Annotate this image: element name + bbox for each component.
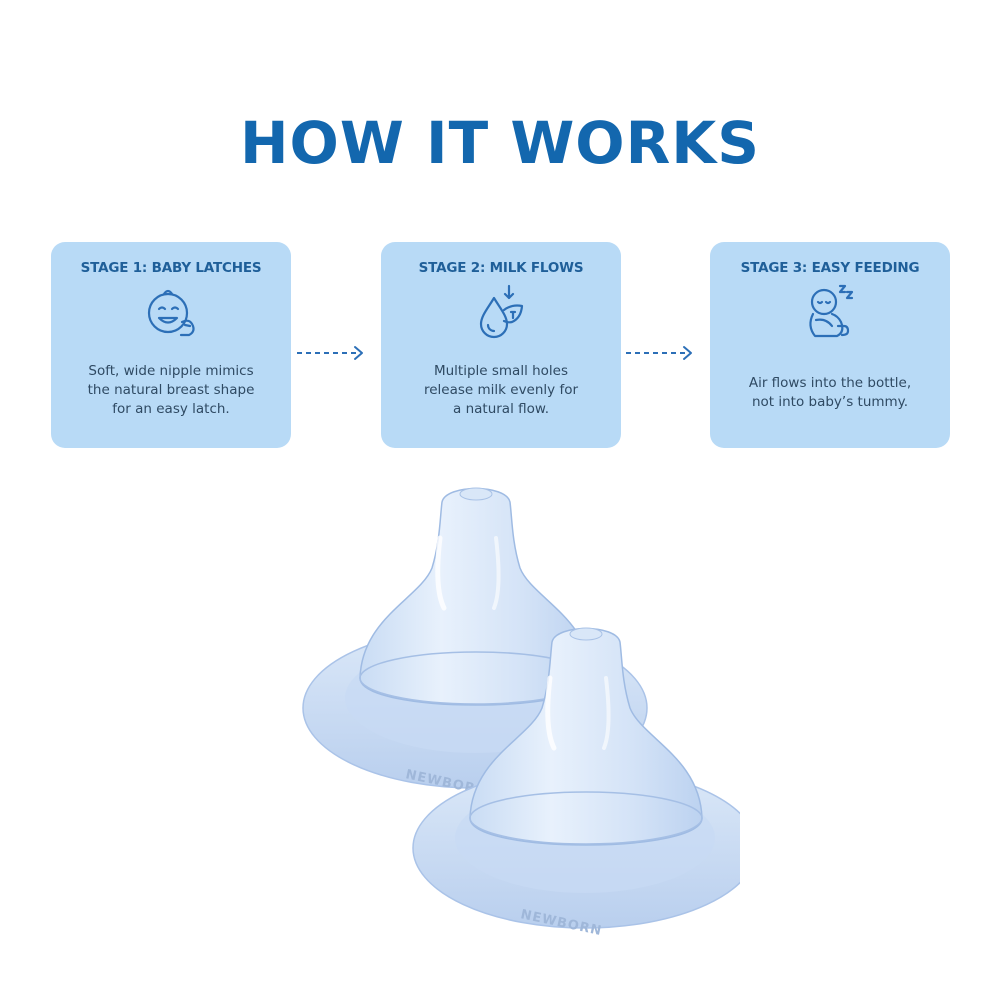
product-nipples-image: NEWBORN NEWBORN xyxy=(302,487,740,939)
stage-card-2: STAGE 2: MILK FLOWS Multiple small holes… xyxy=(381,242,621,448)
stage-description: Multiple small holes release milk evenly… xyxy=(391,362,611,419)
description-line: the natural breast shape xyxy=(87,382,255,398)
sleeping-baby-icon xyxy=(809,284,854,338)
description-line: Multiple small holes xyxy=(433,363,569,379)
stage-description: Soft, wide nipple mimics the natural bre… xyxy=(61,362,281,419)
description-line: a natural flow. xyxy=(453,401,549,417)
stage-card-1: STAGE 1: BABY LATCHES Soft, wide nipple … xyxy=(51,242,291,448)
description-line: release milk evenly for xyxy=(423,382,579,398)
page-title: HOW IT WORKS xyxy=(239,109,760,177)
baby-face-icon xyxy=(147,289,195,337)
description-line: Soft, wide nipple mimics xyxy=(88,363,254,379)
stage-title: STAGE 3: EASY FEEDING xyxy=(740,260,920,276)
description-line: not into baby’s tummy. xyxy=(751,394,909,410)
description-line: for an easy latch. xyxy=(112,401,230,417)
stage-card-3: STAGE 3: EASY FEEDING Air flows into the… xyxy=(710,242,950,448)
stage-title: STAGE 1: BABY LATCHES xyxy=(80,260,262,276)
stage-title: STAGE 2: MILK FLOWS xyxy=(418,260,584,276)
dashed-arrow-right-icon xyxy=(626,346,692,360)
dashed-arrow-right-icon xyxy=(297,346,363,360)
milk-drop-icon xyxy=(479,284,524,339)
description-line: Air flows into the bottle, xyxy=(748,375,912,391)
stage-description: Air flows into the bottle, not into baby… xyxy=(720,374,940,412)
nipple-front: NEWBORN xyxy=(412,627,740,939)
